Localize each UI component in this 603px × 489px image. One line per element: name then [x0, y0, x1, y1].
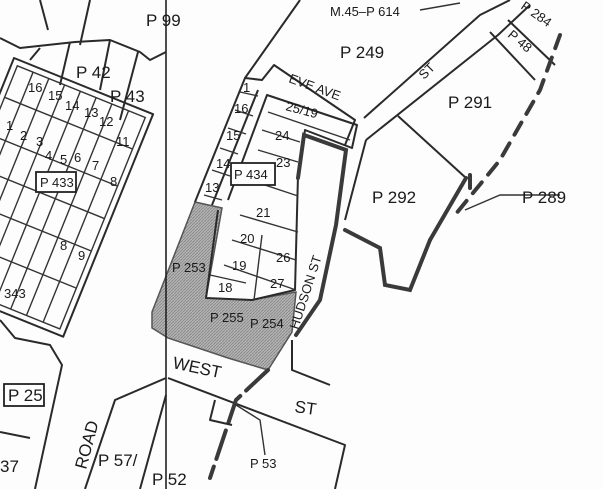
- parcel-p255[interactable]: P 255: [210, 310, 244, 325]
- lot-27[interactable]: 27: [270, 276, 284, 291]
- parcel-p253[interactable]: P 253: [172, 260, 206, 275]
- parcel-p284[interactable]: P 284: [518, 0, 554, 30]
- lot-21[interactable]: 21: [256, 205, 270, 220]
- lot-20[interactable]: 20: [240, 231, 254, 246]
- parcel-p57[interactable]: P 57/: [98, 451, 138, 470]
- parcel-p42[interactable]: P 42: [76, 63, 111, 82]
- parcel-p48[interactable]: P 48: [505, 27, 535, 56]
- lot-label: 16: [28, 80, 42, 95]
- street-west: WEST: [171, 353, 223, 382]
- lot-label: 9: [78, 248, 85, 263]
- lot-24[interactable]: 24: [275, 128, 289, 143]
- parcel-p25[interactable]: P 25: [8, 386, 43, 405]
- parcel-p433-box: [35, 171, 77, 193]
- street-west-st: ST: [293, 397, 317, 419]
- lot-label: 15: [48, 88, 62, 103]
- lot-19[interactable]: 19: [232, 258, 246, 273]
- lot-23[interactable]: 23: [276, 155, 290, 170]
- lot-label: 3: [36, 134, 43, 149]
- lot-18[interactable]: 18: [218, 280, 232, 295]
- lot-label: 14: [65, 98, 79, 113]
- parcel-p25-box: [3, 383, 45, 407]
- parcel-m45-p614[interactable]: M.45–P 614: [330, 4, 400, 19]
- lot-13[interactable]: 13: [205, 180, 219, 195]
- parcel-p52[interactable]: P 52: [152, 470, 187, 489]
- lot-1[interactable]: 1: [243, 80, 250, 95]
- lot-label: 12: [99, 114, 113, 129]
- lot-label: 5: [60, 152, 67, 167]
- parcel-343[interactable]: 343: [4, 286, 26, 301]
- lot-16[interactable]: 16: [234, 101, 248, 116]
- street-eve-ave: EVE AVE: [287, 71, 343, 104]
- parcel-p289[interactable]: P 289: [522, 188, 566, 207]
- lot-label: 11: [116, 134, 130, 149]
- lot-label: 4: [45, 148, 52, 163]
- parcel-37[interactable]: 37: [0, 457, 19, 476]
- lot-label: 8: [60, 238, 67, 253]
- lot-label: 1: [6, 118, 13, 133]
- lot-label: 2: [20, 128, 27, 143]
- lot-26[interactable]: 26: [276, 250, 290, 265]
- lot-label: 8: [110, 174, 117, 189]
- lot-label: 13: [84, 105, 98, 120]
- parcel-p254[interactable]: P 254: [250, 316, 284, 331]
- parcel-p43[interactable]: P 43: [110, 87, 145, 106]
- lot-25-19[interactable]: 25/19: [284, 98, 319, 121]
- lot-14[interactable]: 14: [216, 156, 230, 171]
- parcel-p249[interactable]: P 249: [340, 43, 384, 62]
- lot-15[interactable]: 15: [226, 128, 240, 143]
- parcel-p433[interactable]: P 433: [40, 175, 74, 190]
- subdivision-block: [0, 57, 155, 338]
- lot-label: 7: [92, 158, 99, 173]
- parcel-p53[interactable]: P 53: [250, 456, 277, 471]
- parcel-p292[interactable]: P 292: [372, 188, 416, 207]
- street-st: ST: [416, 60, 438, 82]
- parcel-p99[interactable]: P 99: [146, 11, 181, 30]
- parcel-p291[interactable]: P 291: [448, 93, 492, 112]
- lot-label: 6: [74, 150, 81, 165]
- parcel-p434[interactable]: P 434: [234, 167, 268, 182]
- grid-lot-numbers: 16 15 14 13 12 11 1 2 3 4 5 6 7 8 8 9: [6, 80, 130, 263]
- parcel-p434-box: [230, 162, 276, 186]
